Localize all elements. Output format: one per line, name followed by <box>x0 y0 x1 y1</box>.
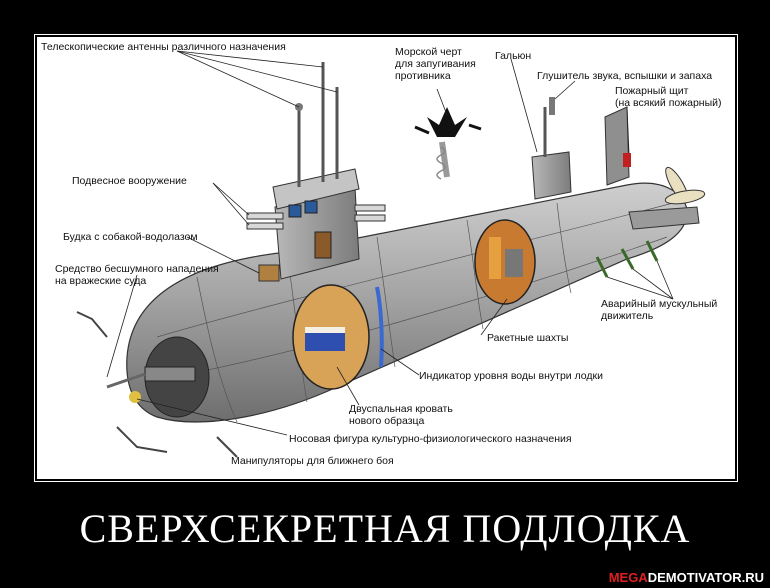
fire-shield <box>623 153 631 167</box>
callout-emergency-propulsion: Аварийный мускульный движитель <box>601 298 718 322</box>
watermark-part1: MEGA <box>608 570 648 585</box>
callout-leaders <box>106 50 674 436</box>
tower-window <box>304 200 318 214</box>
callout-suspended-weapons: Подвесное вооружение <box>72 175 187 187</box>
silent-attack-harpoon <box>106 372 146 389</box>
callout-double-bed: Двуспальная кровать нового образца <box>349 403 453 427</box>
tail-fin <box>604 106 630 186</box>
callout-silent-attack: Средство бесшумного нападения на вражеск… <box>55 263 219 287</box>
hull <box>126 182 688 423</box>
antennas <box>297 62 339 187</box>
doghouse <box>258 264 280 282</box>
propeller <box>664 166 706 205</box>
callout-missile-shafts: Ракетные шахты <box>487 332 569 344</box>
poster-frame: Телескопические антенны различного назна… <box>34 34 738 482</box>
toilet-mast <box>531 151 572 200</box>
callout-manipulators: Манипуляторы для ближнего боя <box>231 455 394 467</box>
site-watermark: MEGADEMOTIVATOR.RU <box>609 570 764 585</box>
submarine-diagram: Телескопические антенны различного назна… <box>37 37 735 479</box>
callout-bow-figure: Носовая фигура культурно-физиологическог… <box>289 433 572 445</box>
emergency-legs <box>595 240 659 278</box>
callout-antennas: Телескопические антенны различного назна… <box>41 41 286 53</box>
callout-doghouse: Будка с собакой-водолазом <box>63 231 198 243</box>
watermark-part2: DEMOTIVATOR.RU <box>647 570 764 585</box>
callout-sea-devil: Морской черт для запугивания противника <box>395 46 476 82</box>
suspended-weapons <box>246 204 386 230</box>
submarine-illustration <box>76 50 706 458</box>
callout-water-indicator: Индикатор уровня воды внутри лодки <box>419 370 604 382</box>
muffler <box>549 97 555 115</box>
sea-devil-figure <box>414 107 482 180</box>
bow-figure <box>129 391 141 403</box>
stern-plane <box>628 206 700 230</box>
tower-door <box>314 231 332 259</box>
tower-window <box>288 204 302 218</box>
callout-muffler: Глушитель звука, вспышки и запаха <box>537 70 713 82</box>
double-bed <box>305 333 345 351</box>
callout-fire-shield: Пожарный щит (на всякий пожарный) <box>615 85 722 109</box>
water-level-indicator <box>375 286 384 368</box>
poster-headline: СВЕРХСЕКРЕТНАЯ ПОДЛОДКА <box>79 506 691 551</box>
manipulators <box>76 311 238 458</box>
callout-toilet: Гальюн <box>495 50 532 62</box>
